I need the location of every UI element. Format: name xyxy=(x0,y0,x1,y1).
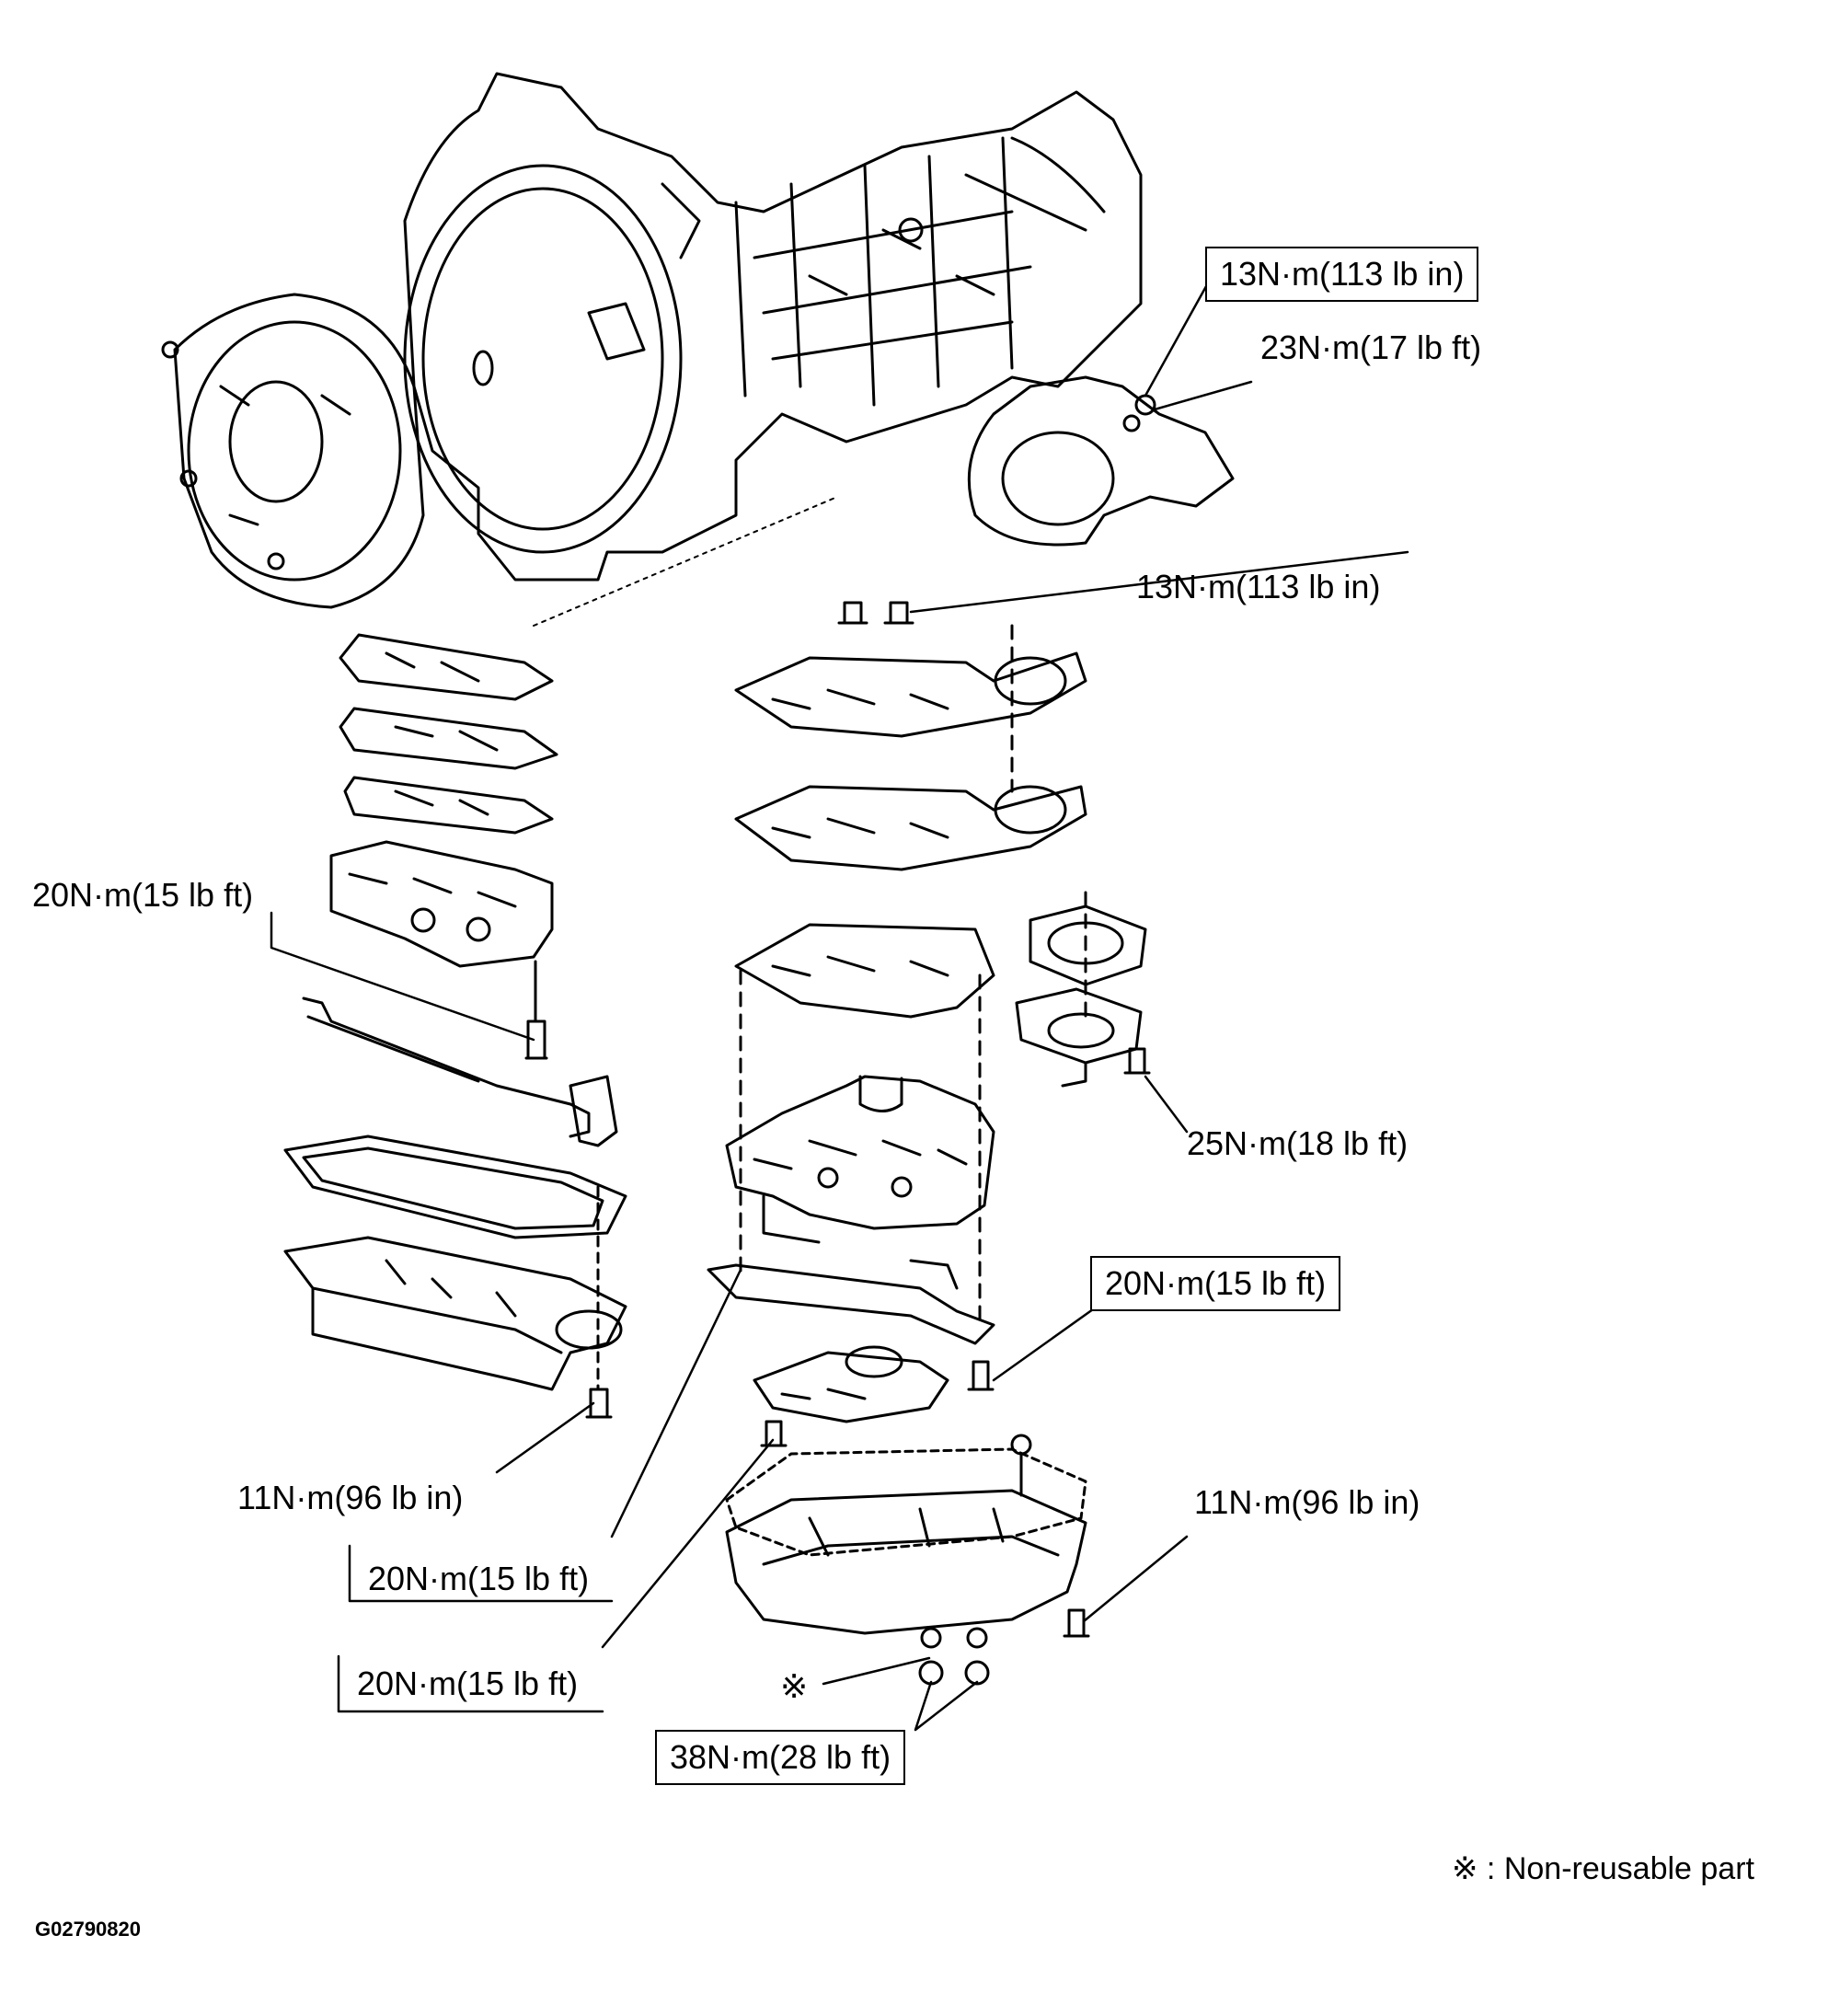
lower-separator-plate xyxy=(734,923,995,1019)
upper-valve-body xyxy=(329,840,554,968)
torque-label-converter-housing-bolt: 13N·m(113 lb in) xyxy=(1205,247,1479,302)
filter-gaskets xyxy=(1015,904,1147,1088)
torque-label-strainer-bolt: 20N·m(15 lb ft) xyxy=(357,1665,579,1702)
torque-label-lower-valve-body-bolt: 20N·m(15 lb ft) xyxy=(368,1560,590,1597)
extension-housing xyxy=(967,375,1235,547)
oil-strainer-tube xyxy=(302,996,618,1147)
legend-non-reusable: ※ : Non-reusable part xyxy=(1452,1851,1754,1886)
drain-plugs xyxy=(918,1627,990,1686)
torque-label-left-pan-bolt: 11N·m(96 lb in) xyxy=(237,1479,464,1516)
torque-converter xyxy=(161,293,425,609)
left-drain-bolt xyxy=(585,1185,613,1419)
torque-label-upper-plate-bolt: 13N·m(113 lb in) xyxy=(1136,568,1381,605)
figure-code: G02790820 xyxy=(35,1918,141,1941)
right-oil-pan xyxy=(725,1434,1087,1635)
filter-bolt xyxy=(1123,1047,1151,1075)
solenoid-harness xyxy=(707,1259,995,1345)
left-separator-plates xyxy=(339,633,558,835)
non-reusable-marker: ※ xyxy=(780,1667,809,1705)
transmission-case xyxy=(403,72,1143,582)
torque-label-upper-valve-body-bolt: 20N·m(15 lb ft) xyxy=(32,876,254,914)
torque-label-drain-plug: 38N·m(28 lb ft) xyxy=(655,1730,906,1785)
strainer-bolt xyxy=(760,1420,788,1447)
oil-strainer-right xyxy=(753,1345,949,1423)
right-small-bolt xyxy=(967,1360,995,1391)
leader-lines xyxy=(270,270,1409,1732)
upper-bolts-right xyxy=(837,601,914,625)
lower-valve-body xyxy=(725,1075,995,1244)
left-oil-pan xyxy=(283,1236,627,1391)
left-pan-gasket xyxy=(283,1135,627,1239)
torque-label-filter-bolt: 25N·m(18 lb ft) xyxy=(1187,1124,1409,1162)
torque-label-right-pan-bolt: 11N·m(96 lb in) xyxy=(1194,1483,1420,1521)
right-separator-plate-1 xyxy=(734,651,1087,738)
pan-bolt-right xyxy=(1063,1608,1090,1638)
torque-label-harness-bolt: 20N·m(15 lb ft) xyxy=(1090,1256,1341,1311)
right-pan-gasket xyxy=(725,1447,1087,1557)
left-bolt xyxy=(524,960,548,1060)
right-separator-plate-2 xyxy=(734,785,1087,871)
torque-label-extension-bolt: 23N·m(17 lb ft) xyxy=(1260,328,1482,366)
guide-line xyxy=(533,496,838,627)
